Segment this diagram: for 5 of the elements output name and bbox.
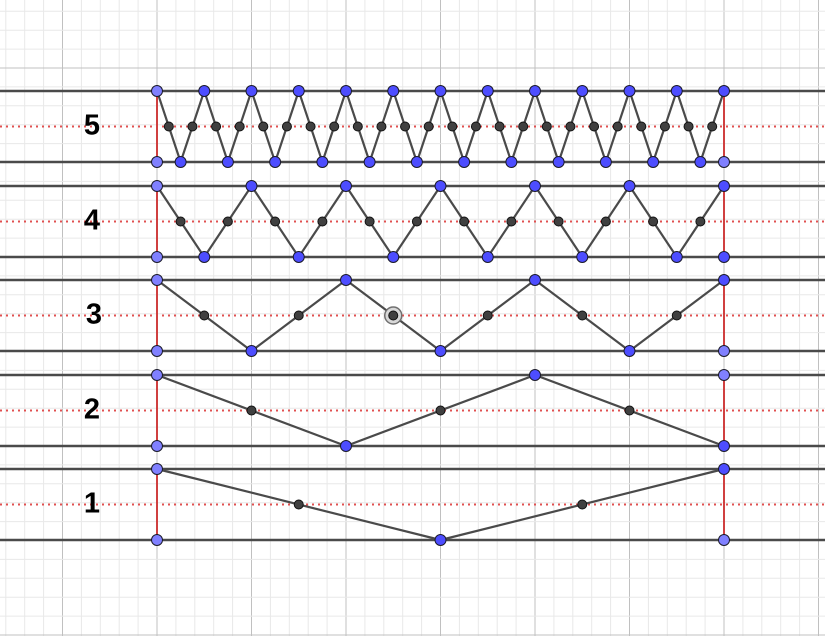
row-number: 2 <box>84 395 100 424</box>
row-number: 3 <box>86 300 102 329</box>
row-number: 1 <box>84 489 100 518</box>
row-number: 5 <box>84 111 100 140</box>
row-number: 4 <box>84 206 100 235</box>
